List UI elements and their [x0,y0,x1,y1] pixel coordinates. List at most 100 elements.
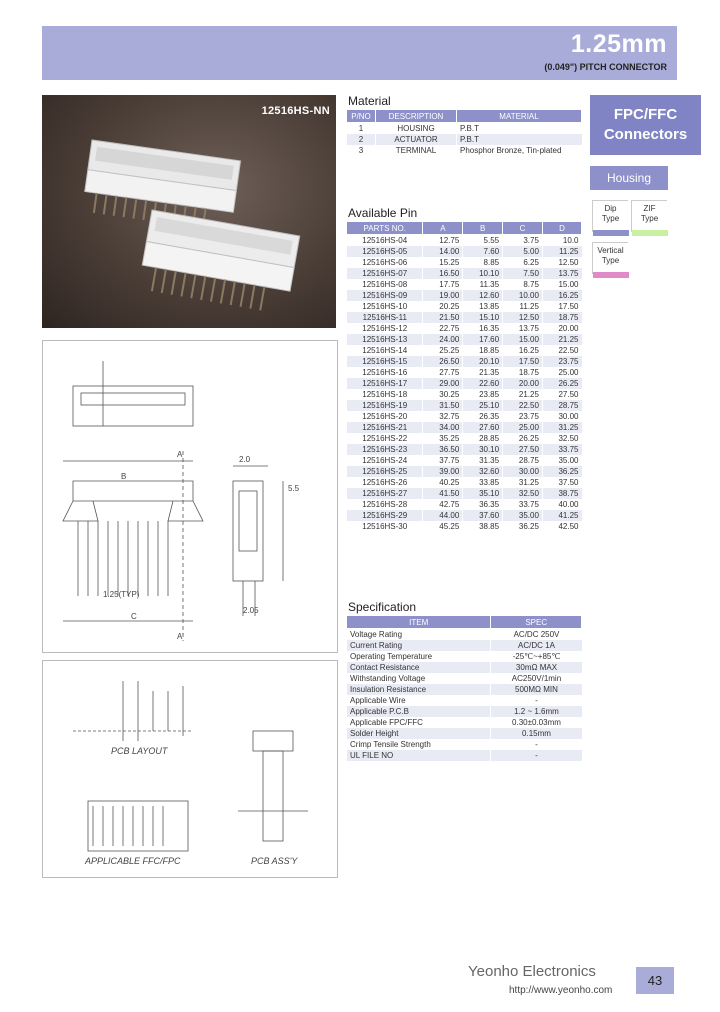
available-pin-cell: 20.00 [502,378,543,389]
specification-cell: AC/DC 250V [490,628,582,640]
available-pin-cell: 31.25 [502,477,543,488]
available-pin-cell: 37.50 [541,477,582,488]
specification-cell: AC250V/1min [490,673,582,684]
available-pin-cell: 25.10 [462,400,503,411]
available-pin-cell: 17.60 [462,334,503,345]
table-row: 3 TERMINAL Phosphor Bronze, Tin-plated [346,145,582,156]
available-pin-cell: 42.50 [541,521,582,532]
available-pin-cell: 12516HS-21 [345,422,423,433]
available-pin-cell: 36.25 [502,521,543,532]
available-pin-cell: 11.35 [462,279,503,290]
available-pin-cell: 41.25 [541,510,582,521]
available-pin-cell: 21.25 [502,389,543,400]
available-pin-cell: 8.85 [462,257,503,268]
dim-label: A' [177,632,184,641]
specification-cell: Applicable Wire [345,695,491,706]
available-pin-cell: 35.00 [502,510,543,521]
available-pin-cell: 29.00 [422,378,463,389]
available-pin-cell: 25.25 [422,345,463,356]
dip-type-tag[interactable]: Dip Type [592,200,629,236]
available-pin-cell: 30.25 [422,389,463,400]
tag-line: Type [601,256,620,265]
material-header: MATERIAL [456,109,582,123]
available-pin-cell: 12516HS-18 [345,389,423,400]
available-pin-header: PARTS NO. [345,221,424,235]
available-pin-cell: 22.50 [502,400,543,411]
available-pin-cell: 12516HS-24 [345,455,423,466]
pcb-svg [73,681,308,852]
available-pin-cell: 27.60 [462,422,503,433]
available-pin-cell: 12516HS-05 [345,246,423,257]
available-pin-cell: 38.75 [541,488,582,499]
company-url[interactable]: http://www.yeonho.com [509,985,613,996]
available-pin-cell: 12516HS-20 [345,411,423,422]
available-pin-cell: 31.35 [462,455,503,466]
available-pin-cell: 25.00 [541,367,582,378]
vertical-type-tag[interactable]: Vertical Type [592,242,629,278]
category-line: Connectors [603,126,688,143]
available-pin-cell: 13.75 [541,268,582,279]
table-row: 2 ACTUATOR P.B.T [346,134,582,145]
available-pin-cell: 34.00 [422,422,463,433]
specification-cell: - [490,695,582,706]
available-pin-cell: 16.35 [462,323,503,334]
available-pin-cell: 13.75 [502,323,543,334]
dim-label: 2.05 [243,606,259,615]
available-pin-cell: 12516HS-17 [345,378,423,389]
available-pin-cell: 12516HS-22 [345,433,423,444]
material-cell: 3 [346,145,376,156]
pitch-subtitle: (0.049") PITCH CONNECTOR [544,62,667,72]
material-cell: ACTUATOR [375,134,457,145]
specification-cell: 0.15mm [490,728,582,739]
available-pin-cell: 15.00 [541,279,582,290]
available-pin-cell: 12516HS-08 [345,279,423,290]
available-pin-cell: 27.50 [502,444,543,455]
connector-illustration [84,139,301,311]
available-pin-cell: 18.85 [462,345,503,356]
available-pin-cell: 12516HS-11 [345,312,423,323]
material-title: Material [348,94,391,108]
available-pin-cell: 16.50 [422,268,463,279]
available-pin-cell: 32.50 [541,433,582,444]
available-pin-cell: 32.50 [502,488,543,499]
tag-line: Vertical [597,246,624,255]
available-pin-cell: 37.75 [422,455,463,466]
available-pin-cell: 19.00 [422,290,463,301]
available-pin-cell: 12516HS-12 [345,323,423,334]
available-pin-cell: 17.75 [422,279,463,290]
available-pin-cell: 17.50 [502,356,543,367]
available-pin-cell: 39.00 [422,466,463,477]
available-pin-cell: 12516HS-16 [345,367,423,378]
tag-line: Dip [604,204,617,213]
available-pin-cell: 12516HS-28 [345,499,423,510]
available-pin-cell: 27.75 [422,367,463,378]
tag-bar [593,230,629,236]
dimension-drawing: A A' B C 1.25(TYP) 2.0 5.5 2.05 [42,340,338,653]
specification-cell: Insulation Resistance [345,684,491,695]
available-pin-cell: 14.00 [422,246,463,257]
available-pin-cell: 40.00 [541,499,582,510]
available-pin-cell: 7.50 [502,268,543,279]
housing-tab[interactable]: Housing [590,166,668,190]
available-pin-cell: 12516HS-25 [345,466,423,477]
specification-cell: Contact Resistance [345,662,491,673]
available-pin-cell: 18.75 [541,312,582,323]
available-pin-cell: 18.75 [502,367,543,378]
specification-cell: Solder Height [345,728,491,739]
zif-type-tag[interactable]: ZIF Type [631,200,668,236]
table-row: UL FILE NO- [345,750,582,761]
available-pin-cell: 33.75 [541,444,582,455]
available-pin-cell: 12516HS-09 [345,290,423,301]
available-pin-cell: 42.75 [422,499,463,510]
